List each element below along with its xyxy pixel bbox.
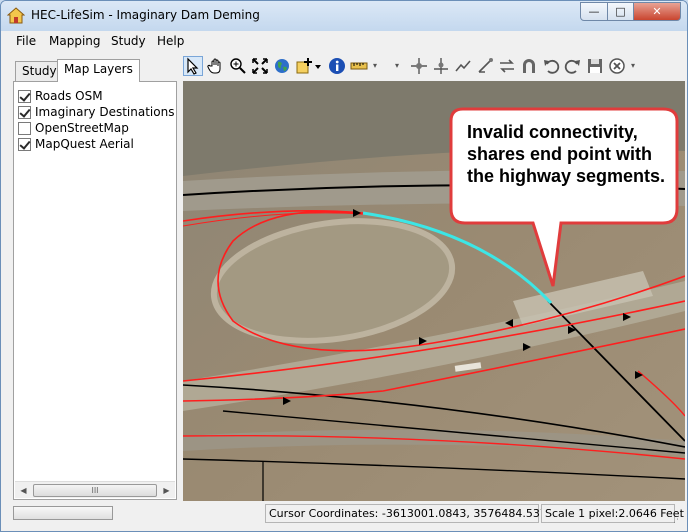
road-line-red	[183, 328, 685, 402]
title-bar: HEC-LifeSim - Imaginary Dam Deming — □ ✕	[1, 1, 687, 31]
full-extent-icon[interactable]	[250, 56, 270, 76]
direction-arrow	[623, 313, 631, 321]
add-node-icon[interactable]	[409, 56, 429, 76]
direction-arrow	[283, 397, 291, 405]
direction-arrow	[523, 343, 531, 351]
map-toolbar: ▾ ▾ ▾	[181, 53, 687, 81]
layer-checkbox[interactable]	[18, 137, 31, 151]
reshape-icon[interactable]	[453, 56, 473, 76]
invalid-segment-highlight[interactable]	[362, 211, 553, 305]
menu-mapping[interactable]: Mapping	[49, 34, 101, 48]
layer-item-openstreetmap[interactable]: OpenStreetMap	[18, 120, 129, 136]
layer-item-roads-osm[interactable]: Roads OSM	[18, 88, 103, 104]
dropdown-arrow-icon[interactable]	[313, 56, 323, 76]
callout-bubble	[449, 107, 679, 287]
scroll-right-icon[interactable]: ▶	[163, 486, 170, 495]
road-line-red	[183, 212, 364, 227]
connect-icon[interactable]	[475, 56, 495, 76]
cancel-edit-icon[interactable]	[607, 56, 627, 76]
callout-text: Invalid connectivity, shares end point w…	[467, 122, 666, 186]
add-layer-icon[interactable]	[294, 56, 314, 76]
arch-icon[interactable]	[519, 56, 539, 76]
globe-icon[interactable]	[272, 56, 292, 76]
redo-icon[interactable]	[563, 56, 583, 76]
road-line-black	[183, 384, 685, 448]
loop-ramp-interior	[210, 218, 456, 344]
road-line-black	[222, 410, 685, 454]
terrain-top-band	[183, 81, 685, 176]
scroll-left-icon[interactable]: ◀	[20, 486, 27, 495]
scroll-thumb[interactable]: III	[33, 484, 157, 497]
toolbar-grip-icon[interactable]: ▾	[395, 61, 400, 70]
progress-bar	[13, 506, 113, 520]
layer-checkbox[interactable]	[18, 121, 31, 135]
direction-arrow	[568, 326, 576, 334]
toolbar-grip-icon[interactable]: ▾	[631, 61, 636, 70]
minimize-button[interactable]: —	[580, 2, 608, 21]
select-arrow-icon[interactable]	[183, 56, 203, 76]
pan-hand-icon[interactable]	[206, 56, 226, 76]
direction-arrow	[419, 337, 427, 345]
road-line-red	[637, 370, 685, 417]
direction-arrow	[505, 319, 513, 327]
measure-ruler-icon[interactable]	[349, 56, 369, 76]
menu-file[interactable]: File	[16, 34, 37, 48]
tab-map-layers[interactable]: Map Layers	[57, 59, 140, 82]
move-vertex-icon[interactable]	[497, 56, 517, 76]
cursor-coordinates: Cursor Coordinates: -3613001.0843, 35764…	[265, 504, 554, 523]
close-button[interactable]: ✕	[633, 2, 681, 21]
bridge-structure	[513, 271, 653, 326]
map-layers-panel: Roads OSM Imaginary Destinations OpenStr…	[13, 81, 177, 500]
identify-info-icon[interactable]	[327, 56, 347, 76]
menu-help[interactable]: Help	[157, 34, 185, 48]
resize-grip-icon[interactable]: ⋰	[673, 515, 682, 525]
house-app-icon	[7, 7, 25, 24]
maximize-button[interactable]: □	[607, 2, 634, 21]
layer-item-imaginary-destinations[interactable]: Imaginary Destinations	[18, 104, 174, 120]
save-icon[interactable]	[585, 56, 605, 76]
undo-icon[interactable]	[541, 56, 561, 76]
road-line-red	[183, 434, 685, 460]
menu-bar: File Mapping Study Help	[1, 31, 687, 53]
split-node-icon[interactable]	[431, 56, 451, 76]
map-view[interactable]: Invalid connectivity, shares end point w…	[183, 81, 685, 501]
road-line-red	[183, 300, 685, 382]
direction-arrow	[635, 371, 643, 379]
layer-checkbox[interactable]	[18, 105, 31, 119]
loop-ramp-red	[217, 210, 685, 352]
vehicle	[454, 362, 482, 372]
zoom-in-icon[interactable]	[228, 56, 248, 76]
menu-study[interactable]: Study	[111, 34, 146, 48]
toolbar-grip-icon[interactable]: ▾	[373, 61, 378, 70]
layer-item-mapquest-aerial[interactable]: MapQuest Aerial	[18, 136, 134, 152]
layer-label: OpenStreetMap	[35, 121, 129, 135]
layer-panel-hscrollbar[interactable]: ◀ III ▶	[15, 481, 175, 498]
layer-label: Roads OSM	[35, 89, 103, 103]
layer-label: MapQuest Aerial	[35, 137, 134, 151]
map-scale: Scale 1 pixel:2.0646 Feet	[541, 504, 684, 523]
direction-arrow	[353, 209, 361, 217]
layer-label: Imaginary Destinations	[35, 105, 175, 119]
tab-study[interactable]: Study	[15, 61, 64, 81]
window-title: HEC-LifeSim - Imaginary Dam Deming	[31, 8, 260, 22]
aerial-map-canvas[interactable]	[183, 81, 685, 501]
layer-checkbox[interactable]	[18, 89, 31, 103]
road-line-black	[183, 458, 685, 480]
status-bar: Cursor Coordinates: -3613001.0843, 35764…	[1, 501, 687, 531]
